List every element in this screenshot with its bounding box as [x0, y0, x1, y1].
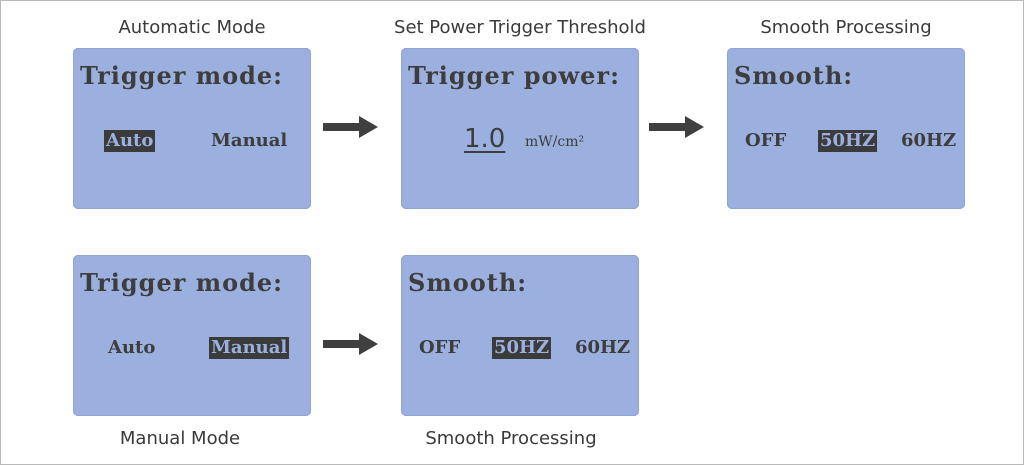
caption-automatic-mode: Automatic Mode [118, 17, 266, 38]
option-manual-selected: Manual [209, 337, 290, 359]
option-60hz: 60HZ [901, 130, 957, 151]
screen-title: Trigger power: [408, 61, 620, 90]
caption-smooth-processing-bottom: Smooth Processing [425, 428, 597, 449]
option-off: OFF [419, 337, 461, 358]
option-50hz-selected: 50HZ [818, 130, 878, 152]
screen-title: Trigger mode: [80, 268, 284, 297]
screen-title: Smooth: [408, 268, 528, 297]
screen-title: Smooth: [734, 61, 854, 90]
option-auto: Auto [108, 337, 156, 358]
option-auto-selected: Auto [104, 130, 156, 152]
power-unit: mW/cm² [525, 134, 585, 150]
caption-smooth-processing-top: Smooth Processing [760, 17, 932, 38]
screen-trigger-power: Trigger power: 1.0 mW/cm² [401, 48, 639, 209]
option-off: OFF [745, 130, 787, 151]
right-arrow-icon [323, 333, 378, 355]
right-arrow-icon [323, 116, 378, 138]
screen-smooth-top: Smooth: OFF 50HZ 60HZ [727, 48, 965, 209]
option-50hz-selected: 50HZ [492, 337, 552, 359]
power-threshold-value: 1.0 [464, 124, 506, 154]
screen-trigger-mode-manual: Trigger mode: Auto Manual [73, 255, 311, 416]
option-manual: Manual [211, 130, 288, 151]
caption-manual-mode: Manual Mode [119, 428, 241, 449]
right-arrow-icon [649, 116, 704, 138]
option-60hz: 60HZ [575, 337, 631, 358]
screen-smooth-bottom: Smooth: OFF 50HZ 60HZ [401, 255, 639, 416]
screen-title: Trigger mode: [80, 61, 284, 90]
screen-trigger-mode-auto: Trigger mode: Auto Manual [73, 48, 311, 209]
caption-set-threshold: Set Power Trigger Threshold [394, 17, 646, 38]
